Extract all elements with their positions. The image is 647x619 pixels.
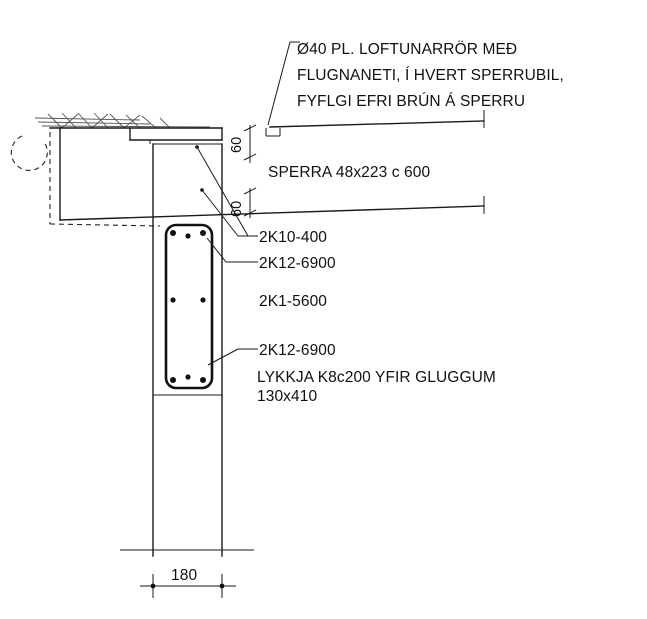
concrete-wall [120, 143, 254, 557]
dim-bottom-offset: 60 [229, 201, 245, 217]
leader-lines [196, 41, 300, 366]
lintel-note-line2: 130x410 [257, 388, 317, 405]
dim-width [140, 574, 236, 598]
eave-dashed-outline [49, 132, 161, 227]
rebar-lower-label: 2K12-6900 [259, 342, 336, 359]
rafter-outline [49, 110, 485, 221]
vent-note-line1: Ø40 PL. LOFTUNARRÖR MEÐ [297, 40, 517, 58]
lintel-note-line1: LYKKJA K8c200 YFIR GLUGGUM [257, 369, 496, 386]
vent-note-line3: FYFLGI EFRI BRÚN Á SPERRU [297, 93, 525, 110]
rebar-cage [164, 223, 214, 390]
dim-marks-vertical [243, 124, 257, 218]
rebar-upper-label: 2K12-6900 [259, 255, 336, 272]
dim-wall-width: 180 [171, 567, 197, 584]
stirrup-label: 2K1-5600 [259, 293, 327, 310]
rafter-label: SPERRA 48x223 c 600 [268, 164, 430, 181]
roof-hatch [34, 112, 211, 129]
top-plate [129, 127, 223, 144]
dim-top-offset: 60 [229, 137, 245, 153]
gutter-outline [10, 135, 48, 171]
rebar-top-label: 2K10-400 [259, 229, 327, 246]
vent-note-line2: FLUGNANETI, Í HVERT SPERRUBIL, [297, 67, 564, 84]
vent-pipe [265, 128, 281, 137]
